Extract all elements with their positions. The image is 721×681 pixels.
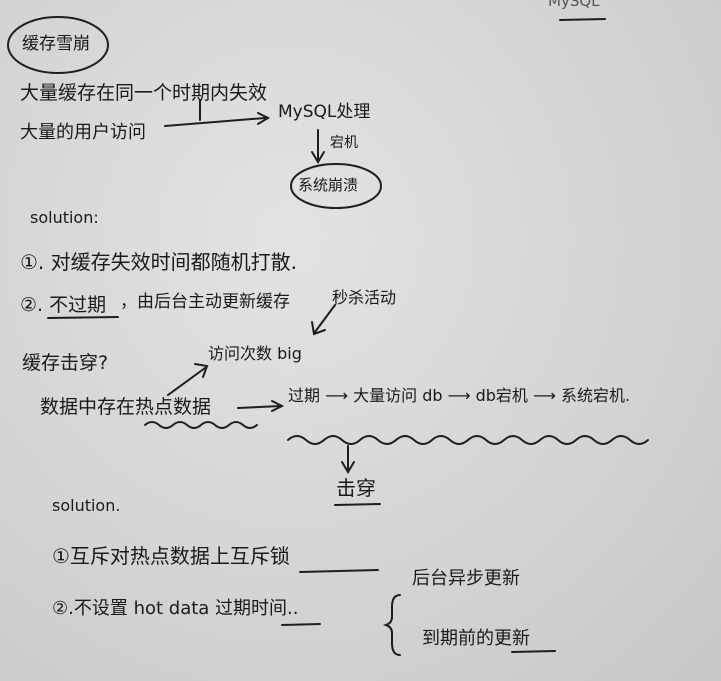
mysql-underline: [559, 18, 606, 21]
solution-heading-2: solution.: [52, 496, 121, 515]
arrow-users-mysql: [164, 117, 266, 127]
breakdown-question: 缓存击穿?: [22, 352, 109, 374]
line-users-access: 大量的用户访问: [20, 122, 146, 143]
breakdown-underline: [334, 503, 381, 506]
access-count-big: 访问次数 big: [208, 344, 302, 363]
expire-chain: 过期 ⟶ 大量访问 db ⟶ db宕机 ⟶ 系统宕机.: [288, 386, 631, 405]
solution-1-item-2-a: ②. 不过期: [20, 294, 107, 316]
crash-label: 宕机: [330, 135, 358, 151]
title-circle: [7, 16, 109, 74]
arrow-hot-access: [167, 367, 206, 396]
system-crash: 系统崩溃: [298, 176, 359, 194]
solution-2-item-1: ①互斥对热点数据上互斥锁: [52, 544, 290, 568]
solution-1-item-2-b: ，由后台主动更新缓存: [120, 292, 290, 312]
update-underline: [511, 650, 556, 653]
solution-2-item-2: ②.不设置 hot data 过期时间..: [52, 598, 299, 619]
chain-wavy-line: [287, 435, 649, 445]
expire-underline: [281, 623, 321, 626]
lock-underline: [299, 569, 379, 573]
line-mass-expire: 大量缓存在同一个时期内失效: [20, 82, 268, 104]
line-mysql-process: MySQL处理: [278, 102, 371, 122]
hot-data-line: 数据中存在热点数据: [40, 396, 212, 418]
breakdown-result: 击穿: [336, 476, 376, 500]
arrow-promo: [314, 304, 336, 333]
options-brace: [382, 594, 401, 656]
hot-wavy-underline: [144, 421, 258, 429]
arrow-hot-expire: [237, 405, 281, 409]
option-async-update: 后台异步更新: [412, 568, 520, 589]
corner-mysql: MySQL: [548, 0, 600, 10]
option-pre-expire-update: 到期前的更新: [422, 628, 530, 649]
page-title: 缓存雪崩: [22, 34, 90, 54]
promo-label: 秒杀活动: [332, 288, 397, 307]
not-expire-underline: [47, 316, 119, 319]
solution-1-item-1: ①. 对缓存失效时间都随机打散.: [20, 250, 298, 274]
solution-heading-1: solution:: [30, 208, 99, 227]
crash-circle: [290, 163, 382, 209]
